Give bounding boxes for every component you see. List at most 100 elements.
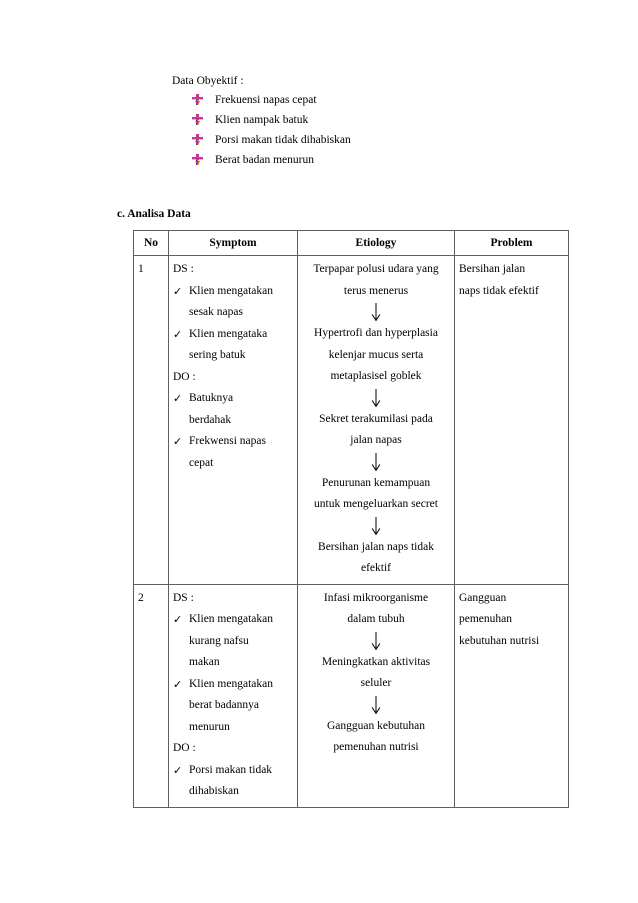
cell-symptom: DS : ✓ Klien mengatakan kurang nafsu makan ✓ K…: [168, 583, 298, 808]
check-icon: ✓: [173, 435, 183, 448]
checklist-item: ✓ Klien mengatakan kurang nafsu makan: [173, 609, 293, 674]
symptom-ds-list: ✓ Klien mengatakan sesak napas ✓ Klien menga…: [173, 281, 293, 367]
down-arrow-icon: [302, 631, 450, 652]
etiology-line: Hypertrofi dan hyperplasia: [314, 327, 438, 339]
etiology-line: Meningkatkan aktivitas: [321, 655, 431, 668]
checklist-item-line: makan: [189, 656, 220, 668]
checklist-item-line: Klien mengatakan: [189, 677, 273, 690]
checklist-item: ✓ Klien mengatakan berat badannya menurun: [173, 674, 293, 739]
symptom-ds-label: DS :: [173, 263, 194, 275]
etiology-line: dalam tubuh: [347, 613, 405, 625]
check-icon: ✓: [173, 613, 183, 626]
wingdings-down-arrow-icon: [192, 134, 203, 145]
problem-line: pemenuhan: [459, 613, 513, 625]
etiology-line: metaplasisel goblek: [330, 370, 422, 382]
problem-line: Gangguan: [459, 591, 507, 604]
check-icon: ✓: [173, 677, 183, 691]
etiology-line: seluler: [360, 677, 392, 689]
cell-problem: Gangguan pemenuhan kebutuhan nutrisi: [454, 583, 569, 808]
wingdings-down-arrow-icon: [192, 94, 203, 105]
cell-no: 2: [133, 583, 169, 808]
analisa-data-heading: c. Analisa Data: [117, 208, 191, 220]
checklist-item-line: Klien mengataka: [189, 327, 268, 340]
checklist-item: ✓ Porsi makan tidak dihabiskan: [173, 760, 293, 803]
checklist-item-line: berdahak: [189, 413, 232, 426]
cell-no: 1: [133, 255, 169, 585]
down-arrow-icon: [302, 302, 450, 323]
wingdings-down-arrow-icon: [192, 114, 203, 125]
checklist-item-line: Klien mengatakan: [189, 284, 273, 297]
check-icon: ✓: [173, 327, 183, 341]
checklist-item-line: kurang nafsu: [189, 634, 249, 647]
symptom-ds-label: DS :: [173, 591, 194, 604]
problem-line: kebutuhan nutrisi: [459, 634, 540, 647]
checklist-item-line: Batuknya: [189, 392, 234, 404]
problem-line: Bersihan jalan: [459, 263, 526, 275]
etiology-line: terus menerus: [343, 284, 409, 297]
symptom-do-label: DO :: [173, 370, 196, 383]
checklist-item-line: cepat: [189, 456, 214, 469]
data-obyektif-heading: Data Obyektif :: [172, 75, 244, 87]
etiology-line: untuk mengeluarkan secret: [314, 498, 438, 510]
checklist-item: ✓ Klien mengatakan sesak napas: [173, 281, 293, 324]
list-item-label: Klien nampak batuk: [215, 114, 309, 126]
down-arrow-icon: [302, 388, 450, 409]
column-header-symptom: Symptom: [168, 230, 298, 256]
symptom-do-label: DO :: [173, 742, 196, 754]
etiology-line: Sekret terakumilasi pada: [319, 412, 433, 425]
table-header-row: No Symptom Etiology Problem: [133, 230, 569, 256]
column-header-etiology: Etiology: [297, 230, 455, 256]
down-arrow-icon: [302, 516, 450, 537]
etiology-line: Penurunan kemampuan: [321, 476, 431, 489]
etiology-line: jalan napas: [350, 434, 402, 446]
down-arrow-icon: [302, 452, 450, 473]
list-item: Klien nampak batuk: [192, 113, 578, 127]
column-header-no: No: [133, 230, 169, 256]
checklist-item-line: berat badannya: [189, 699, 259, 711]
symptom-do-list: ✓ Porsi makan tidak dihabiskan: [173, 760, 293, 803]
etiology-line: Terpapar polusi udara yang: [313, 263, 439, 275]
checklist-item-line: sesak napas: [189, 306, 243, 318]
cell-symptom: DS : ✓ Klien mengatakan sesak napas ✓ Klien m…: [168, 255, 298, 585]
column-header-problem: Problem: [454, 230, 569, 256]
list-item: Berat badan menurun: [192, 153, 578, 167]
symptom-do-list: ✓ Batuknya berdahak ✓ Frekwensi napas cepat: [173, 388, 293, 474]
down-arrow-icon: [302, 695, 450, 716]
table-header: No Symptom Etiology Problem: [133, 230, 569, 256]
checklist-item-line: Klien mengatakan: [189, 613, 273, 625]
check-icon: ✓: [173, 763, 183, 777]
checklist-item-line: Porsi makan tidak: [189, 763, 273, 776]
checklist-item-line: Frekwensi napas: [189, 435, 266, 447]
etiology-line: Bersihan jalan naps tidak: [318, 540, 434, 553]
etiology-line: Infasi mikroorganisme: [323, 591, 429, 604]
check-icon: ✓: [173, 392, 183, 405]
symptom-ds-list: ✓ Klien mengatakan kurang nafsu makan ✓ Klien…: [173, 609, 293, 738]
list-item-label: Porsi makan tidak dihabiskan: [215, 134, 351, 146]
checklist-item: ✓ Klien mengataka sering batuk: [173, 324, 293, 367]
etiology-line: pemenuhan nutrisi: [333, 741, 419, 753]
analisa-data-table: No Symptom Etiology Problem 1 DS : ✓ Klien …: [133, 230, 569, 808]
checklist-item: ✓ Batuknya berdahak: [173, 388, 293, 431]
etiology-line: efektif: [360, 562, 391, 574]
checklist-item-line: sering batuk: [189, 349, 246, 361]
cell-problem: Bersihan jalan naps tidak efektif: [454, 255, 569, 585]
wingdings-down-arrow-icon: [192, 154, 203, 165]
list-item-label: Berat badan menurun: [215, 154, 314, 166]
check-icon: ✓: [173, 284, 183, 298]
problem-line: naps tidak efektif: [459, 284, 539, 297]
checklist-item-line: menurun: [189, 720, 230, 733]
checklist-item-line: dihabiskan: [189, 785, 239, 797]
checklist-item: ✓ Frekwensi napas cepat: [173, 431, 293, 474]
etiology-line: Gangguan kebutuhan: [326, 719, 426, 732]
list-item-label: Frekuensi napas cepat: [215, 94, 317, 106]
